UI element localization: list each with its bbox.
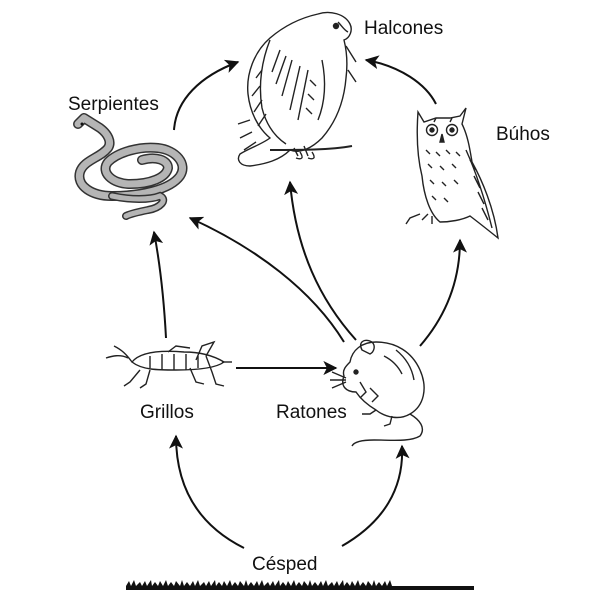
snake-icon	[73, 113, 188, 220]
arrow-grillos-to-serpientes	[149, 230, 167, 339]
arrow-buhos-to-halcones	[364, 55, 437, 105]
arrow-ratones-to-halcones	[284, 180, 357, 341]
owl-icon	[405, 107, 499, 240]
label-cesped: Césped	[252, 554, 318, 575]
mouse-icon	[330, 339, 425, 447]
label-serpientes: Serpientes	[68, 94, 159, 115]
cricket-icon	[105, 340, 232, 389]
label-buhos: Búhos	[496, 124, 550, 145]
hawk-icon	[237, 11, 357, 167]
label-halcones: Halcones	[364, 18, 443, 39]
label-ratones: Ratones	[276, 402, 347, 423]
arrow-ratones-to-serpientes	[188, 216, 345, 343]
label-grillos: Grillos	[140, 402, 194, 423]
grass-icon	[126, 580, 474, 590]
arrow-serpientes-to-halcones	[173, 59, 240, 131]
arrow-ratones-to-buhos	[419, 238, 467, 347]
arrow-cesped-to-grillos	[169, 434, 245, 549]
arrow-cesped-to-ratones	[341, 444, 410, 547]
